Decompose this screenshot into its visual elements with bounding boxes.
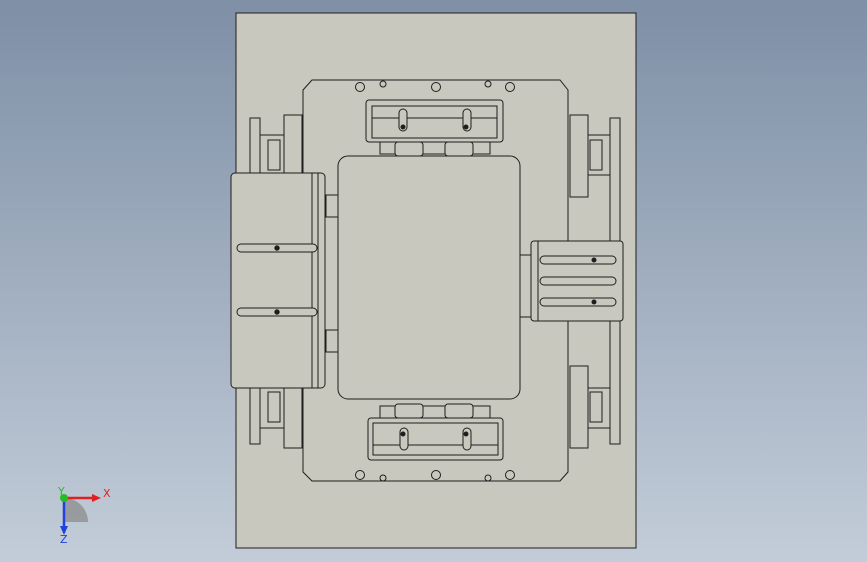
y-axis-label: Y bbox=[57, 485, 65, 498]
slot-markers bbox=[274, 124, 597, 437]
bottom-slider-block[interactable] bbox=[367, 403, 504, 461]
center-table[interactable] bbox=[337, 155, 521, 400]
left-slider-block[interactable] bbox=[230, 172, 326, 389]
top-slider-block[interactable] bbox=[365, 99, 504, 157]
z-axis-arrowhead-icon bbox=[60, 526, 68, 535]
axis-triad: X Y Z bbox=[57, 485, 111, 546]
table-tab bbox=[325, 194, 339, 218]
y-axis-dot-icon bbox=[60, 494, 68, 502]
bolt-holes-top bbox=[355, 80, 515, 92]
table-tab bbox=[325, 329, 339, 353]
x-axis-label: X bbox=[103, 487, 111, 500]
right-slider-block[interactable] bbox=[519, 240, 624, 322]
x-axis-arrowhead-icon bbox=[92, 494, 101, 502]
bolt-holes-bottom bbox=[355, 470, 515, 482]
z-axis-label: Z bbox=[60, 533, 68, 546]
triad-plane-icon bbox=[64, 498, 88, 522]
